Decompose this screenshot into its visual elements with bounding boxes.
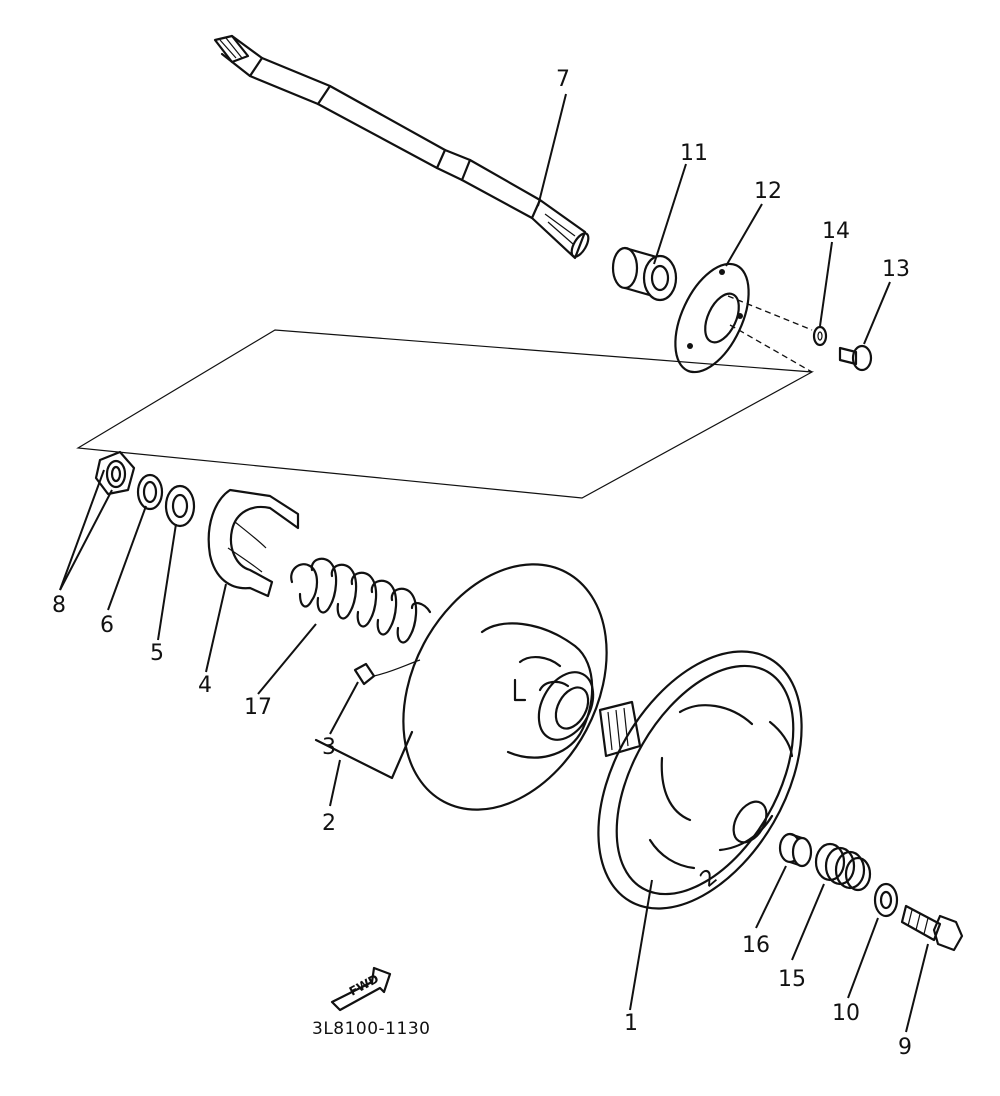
callout-16: 16: [742, 933, 770, 958]
fwd-label: FWD: [347, 972, 381, 999]
callout-3: 3: [322, 735, 336, 760]
part-14-washer: [812, 325, 828, 347]
callout-2: 2: [322, 811, 336, 836]
part-5-washer: [164, 484, 196, 528]
part-13-bolt: [838, 344, 873, 372]
callout-9: 9: [898, 1035, 912, 1060]
part-6-washer: [136, 473, 164, 511]
part-4-cam: [207, 488, 300, 598]
assembly-line-lower: [729, 324, 813, 373]
callout-15: 15: [778, 967, 806, 992]
callout-1: 1: [624, 1011, 638, 1036]
callout-11: 11: [680, 141, 708, 166]
callout-5: 5: [150, 641, 164, 666]
part-1-sheave: [597, 650, 803, 910]
callout-13: 13: [882, 257, 910, 282]
callout-4: 4: [198, 673, 212, 698]
callout-6: 6: [100, 613, 114, 638]
part-8-nut: [94, 450, 136, 496]
callout-12: 12: [754, 179, 782, 204]
part-11-bearing: [611, 246, 678, 302]
part-9-bolt: [900, 904, 964, 952]
part-12-housing: [674, 262, 750, 374]
part-10-washer: [873, 882, 899, 918]
drawing-code: 3L8100-1130: [312, 1019, 430, 1039]
callout-labels: 7 11 12 14 13 8 6 5 4 17 3 2 2 16 15 10 …: [52, 67, 912, 1060]
part-16-collar: [778, 832, 813, 868]
callout-10: 10: [832, 1001, 860, 1026]
callout-7: 7: [556, 67, 570, 92]
callout-17: 17: [244, 695, 272, 720]
callout-14: 14: [822, 219, 850, 244]
part-7-shaft: [213, 34, 590, 260]
part-2-sheave: [402, 563, 608, 811]
callout-8: 8: [52, 593, 66, 618]
part-15-spring: [814, 842, 872, 892]
callout-2-sheave-mark: 2: [696, 864, 723, 892]
fwd-arrow-icon: FWD: [330, 966, 392, 1012]
assembly-line-upper: [727, 295, 813, 331]
group-frame: [76, 329, 815, 499]
part-17-spring: [290, 557, 432, 644]
leader-lines: [59, 93, 929, 1033]
